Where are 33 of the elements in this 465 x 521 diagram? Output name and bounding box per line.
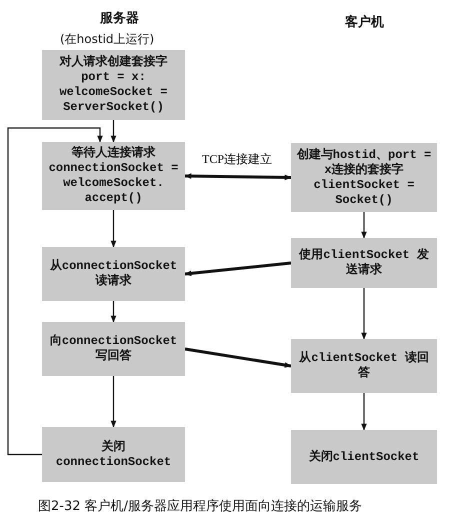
arrow [7, 127, 103, 456]
arrow [361, 212, 367, 239]
box-text: 对人请求创建套接字 port = x: welcomeSocket = ServerSocket() [58, 55, 169, 115]
process-box [42, 322, 185, 376]
box-text: 关闭clientSocket [308, 450, 420, 464]
box-text: 创建与hostid、port = x连接的套接字 clientSocket = Socket() [296, 148, 432, 208]
process-box [291, 430, 437, 484]
arrow [361, 393, 367, 431]
process-box [42, 427, 185, 482]
arrow [110, 120, 116, 143]
process-box [291, 238, 437, 288]
box-text: 等待人连接请求 connectionSocket = welcomeSocket. accept() [48, 146, 180, 206]
box-text: 关闭 connectionSocket [54, 440, 172, 470]
box-text: 从clientSocket 读回答 [298, 351, 430, 381]
arrow [110, 376, 116, 428]
caption: 图2-32 客户机/服务器应用程序使用面向连接的运输服务 [38, 498, 362, 515]
arrow [361, 288, 367, 340]
edge-label: TCP连接建立 [200, 150, 274, 168]
arrow [110, 210, 116, 248]
process-box [291, 339, 437, 393]
column-heading: 客户机 [345, 14, 384, 31]
box-text: 从connectionSocket 读请求 [48, 259, 178, 289]
process-box [42, 50, 185, 120]
process-box [42, 142, 185, 210]
column-heading: (在hostid上运行) [60, 31, 154, 48]
process-box [42, 247, 185, 301]
box-text: 使用clientSocket 发送请求 [298, 248, 430, 278]
arrow [110, 301, 116, 323]
arrow [184, 173, 292, 180]
arrow [184, 348, 292, 368]
box-text: 向connectionSocket 写回答 [48, 334, 178, 364]
arrow [184, 262, 292, 276]
column-heading: 服务器 [100, 10, 139, 27]
